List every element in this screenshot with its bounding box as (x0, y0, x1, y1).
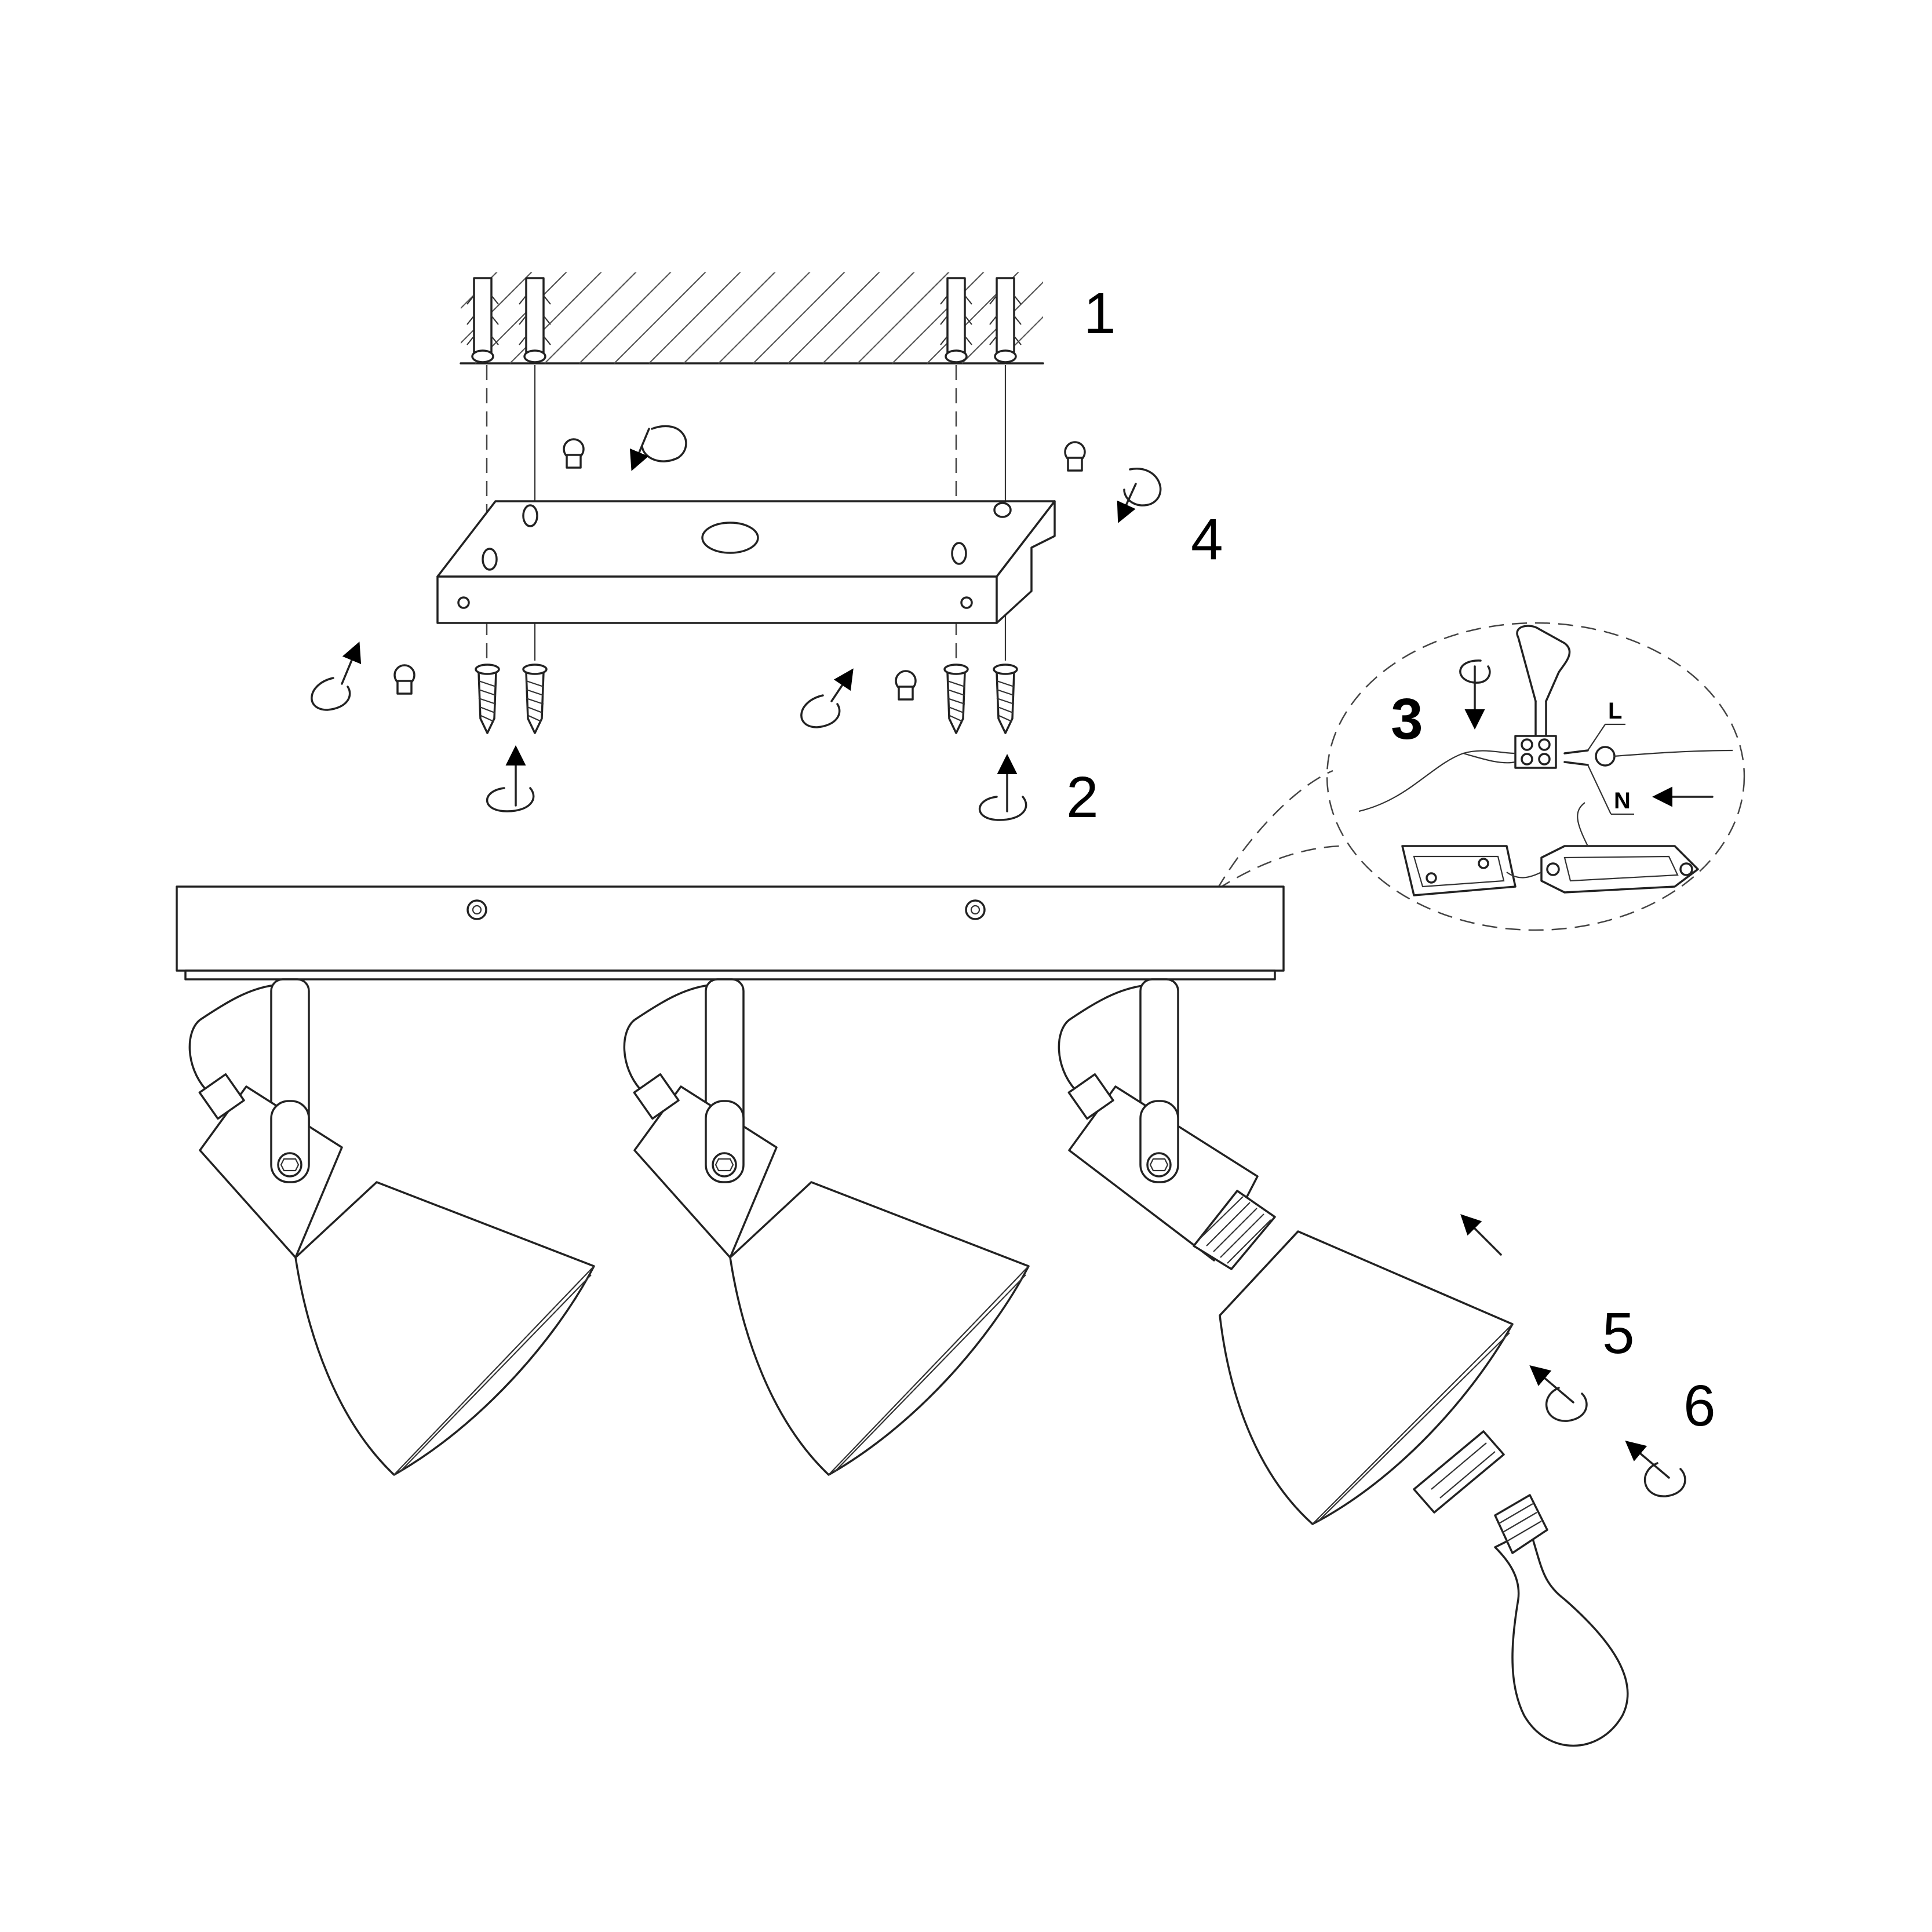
rotation-arrows (311, 425, 1714, 1497)
light-bulb-icon (1494, 1494, 1629, 1747)
wood-screw (993, 664, 1018, 734)
wood-screw (475, 664, 500, 734)
rotate-arrow-icon (1459, 659, 1491, 730)
wall-plugs (466, 277, 1022, 363)
rotate-arrow-icon (800, 668, 854, 728)
step-4: 4 (1191, 507, 1223, 572)
connector-tool-icon (1516, 625, 1571, 702)
set-screw (393, 664, 415, 695)
rotate-arrow-icon (1625, 1440, 1686, 1497)
wood-screw (522, 664, 548, 734)
cable-end-icon (1595, 746, 1616, 767)
detached-shade (1219, 1230, 1514, 1525)
wiring-detail: L N (1216, 622, 1745, 931)
set-screw (563, 438, 585, 469)
ceiling (460, 272, 1044, 364)
wire-label-neutral: N (1614, 788, 1631, 814)
rotate-arrow-icon (311, 641, 362, 711)
junction-box-icon (1401, 802, 1699, 896)
wall-plug (940, 277, 972, 363)
wall-plug (519, 277, 551, 363)
rotate-arrow-icon (978, 754, 1027, 821)
wood-screws (475, 664, 1018, 734)
direction-arrow-icon (1460, 1214, 1502, 1256)
lock-ring-icon (1413, 1430, 1505, 1514)
wall-plug (466, 277, 499, 363)
spotlight-3 (1058, 978, 1629, 1747)
wire-label-live: L (1608, 698, 1622, 724)
spotlight-2 (623, 978, 1030, 1476)
spotlight-1 (188, 978, 595, 1476)
step-1: 1 (1084, 281, 1116, 346)
wall-plug (989, 277, 1022, 363)
threaded-neck-icon (1193, 1190, 1276, 1270)
canopy-bar (176, 885, 1285, 980)
set-screws (393, 438, 1086, 701)
step-6: 6 (1683, 1373, 1716, 1438)
rotate-arrow-icon (486, 745, 535, 812)
set-screw (1064, 441, 1086, 472)
step-2: 2 (1066, 765, 1099, 830)
wood-screw (943, 664, 969, 734)
set-screw (895, 670, 917, 701)
step-3: 3 (1391, 687, 1423, 752)
step-numbers: 1 2 3 4 5 6 (1066, 281, 1716, 1438)
step-5: 5 (1602, 1301, 1635, 1366)
mounting-bracket (436, 500, 1056, 624)
rotate-arrow-icon (1117, 468, 1162, 523)
rotate-arrow-icon (1529, 1365, 1588, 1422)
terminal-block-icon (1514, 735, 1557, 769)
rotate-arrow-icon (629, 425, 687, 471)
